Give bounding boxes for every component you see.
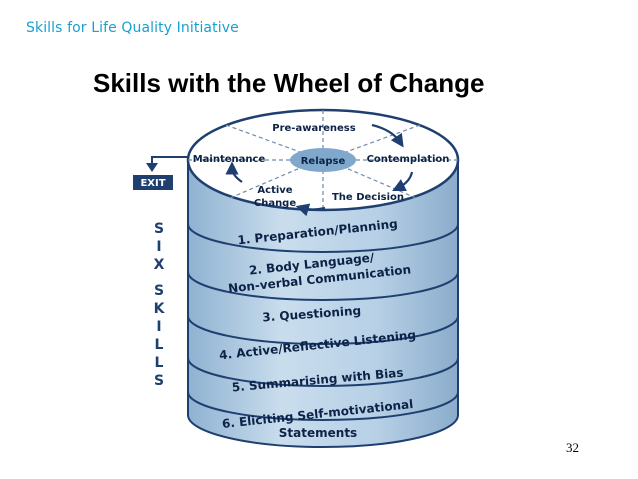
arrow-to-decision-icon xyxy=(392,171,414,191)
six-letter: I xyxy=(156,239,161,255)
cycle-arrows xyxy=(225,123,414,217)
skills-letter: S xyxy=(154,373,164,389)
brand-header: Skills for Life Quality Initiative xyxy=(26,20,239,36)
skills-letter: I xyxy=(156,319,161,335)
six-skills-vertical: S I X S K I L L S xyxy=(154,221,166,389)
skills-letter: L xyxy=(155,355,164,371)
band-divider xyxy=(187,357,459,387)
stage-change: Change xyxy=(254,198,296,209)
stage-maintenance: Maintenance xyxy=(193,154,266,165)
skills-letter: L xyxy=(155,337,164,353)
skill-3-label: 3. Questioning xyxy=(262,304,362,325)
page-number: 32 xyxy=(566,440,579,455)
exit-label: EXIT xyxy=(140,178,165,189)
band-divider xyxy=(187,223,459,253)
skill-band-dividers xyxy=(187,223,459,421)
wheel-spokes xyxy=(188,110,458,210)
stage-the-decision: The Decision xyxy=(332,192,404,203)
band-divider xyxy=(187,391,459,421)
slide-title: Skills with the Wheel of Change xyxy=(93,68,485,98)
stage-contemplation: Contemplation xyxy=(367,154,450,165)
arrow-to-contemplation-icon xyxy=(371,123,404,148)
skill-6-label-line2: Statements xyxy=(279,426,357,440)
relapse-label: Relapse xyxy=(301,156,346,167)
arrow-to-active-icon xyxy=(295,203,326,217)
band-divider xyxy=(187,271,459,301)
cylinder-body xyxy=(187,159,459,448)
exit-arrow-icon xyxy=(133,156,188,190)
band-divider xyxy=(187,315,459,345)
skills-letter: K xyxy=(154,301,166,317)
stage-active: Active xyxy=(257,185,292,196)
six-letter: X xyxy=(154,257,165,273)
arrow-to-maintenance-icon xyxy=(225,161,243,183)
skills-letter: S xyxy=(154,283,164,299)
six-letter: S xyxy=(154,221,164,237)
stage-pre-awareness: Pre-awareness xyxy=(272,123,355,134)
relapse-center xyxy=(290,148,356,172)
